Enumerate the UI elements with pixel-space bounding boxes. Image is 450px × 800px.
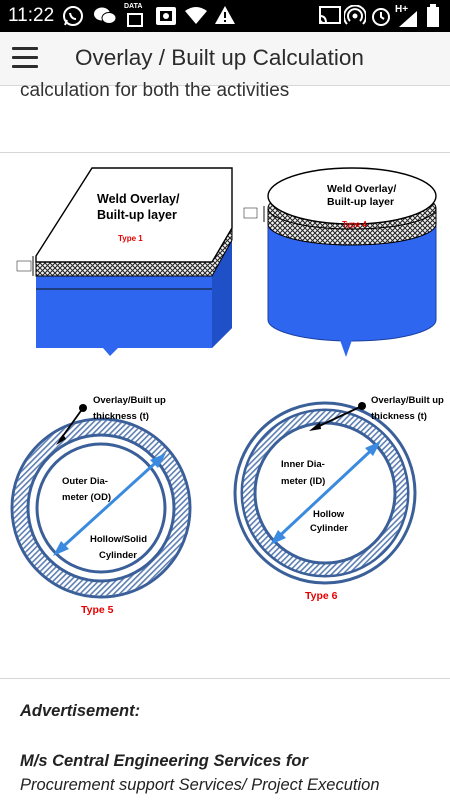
type5-type-label: Type 5 (81, 604, 114, 616)
hotspot-icon (344, 5, 366, 25)
bottom-divider (0, 678, 450, 679)
wechat-icon (94, 7, 117, 24)
type4-type-label: Type 4 (342, 220, 367, 229)
type6-id-line2: meter (ID) (281, 476, 325, 487)
type5-od-illustration: Overlay/Built up thickness (t) Outer Dia… (10, 395, 192, 616)
data-icon: DATA (124, 3, 146, 29)
type5-od-line1: Outer Dia- (62, 476, 108, 487)
cast-icon (319, 6, 341, 24)
alarm-icon (372, 8, 390, 26)
battery-icon (427, 4, 439, 27)
type5-overlay-line1: Overlay/Built up (93, 395, 166, 406)
type4-label-line1: Weld Overlay/ (327, 183, 396, 195)
type6-type-label: Type 6 (305, 590, 338, 602)
advertisement-label: Advertisement: (20, 702, 141, 720)
top-divider (0, 152, 450, 153)
signal-icon: H+ (394, 4, 418, 28)
warning-icon (215, 6, 235, 24)
intro-text: calculation for both the activities (20, 80, 290, 101)
type5-od-line2: meter (OD) (62, 492, 111, 503)
type6-id-line1: Inner Dia- (281, 459, 325, 470)
advertisement-company[interactable]: M/s Central Engineering Services for (20, 752, 308, 770)
type4-label-line2: Built-up layer (327, 196, 394, 208)
type1-label-line2: Built-up layer (97, 208, 177, 222)
hamburger-menu-icon[interactable] (12, 47, 38, 69)
overlay-types-diagram: Weld Overlay/ Built-up layer Type 1 Weld… (10, 167, 444, 616)
advertisement-services[interactable]: Procurement support Services/ Project Ex… (20, 776, 380, 794)
type5-cyl-line1: Hollow/Solid (90, 534, 147, 545)
type6-cyl-line2: Cylinder (310, 523, 348, 534)
page-title: Overlay / Built up Calculation (75, 45, 364, 70)
type4-cylinder-illustration: Weld Overlay/ Built-up layer Type 4 (243, 167, 437, 357)
whatsapp-icon (63, 6, 83, 26)
type6-overlay-line2: thickness (t) (371, 411, 427, 422)
gallery-icon (156, 7, 176, 25)
type6-id-illustration: Overlay/Built up thickness (t) Inner Dia… (233, 395, 444, 602)
wifi-icon (185, 7, 207, 24)
type5-overlay-line2: thickness (t) (93, 411, 149, 422)
type1-label-line1: Weld Overlay/ (97, 192, 180, 206)
status-time: 11:22 (8, 5, 55, 26)
app-bar: Overlay / Built up Calculation (0, 32, 450, 86)
type5-cyl-line2: Cylinder (99, 550, 137, 561)
type1-type-label: Type 1 (118, 234, 143, 243)
status-bar: 11:22 DATA H+ (0, 0, 450, 32)
type6-cyl-line1: Hollow (313, 509, 345, 520)
type6-overlay-line1: Overlay/Built up (371, 395, 444, 406)
type1-plate-illustration: Weld Overlay/ Built-up layer Type 1 (16, 167, 233, 356)
